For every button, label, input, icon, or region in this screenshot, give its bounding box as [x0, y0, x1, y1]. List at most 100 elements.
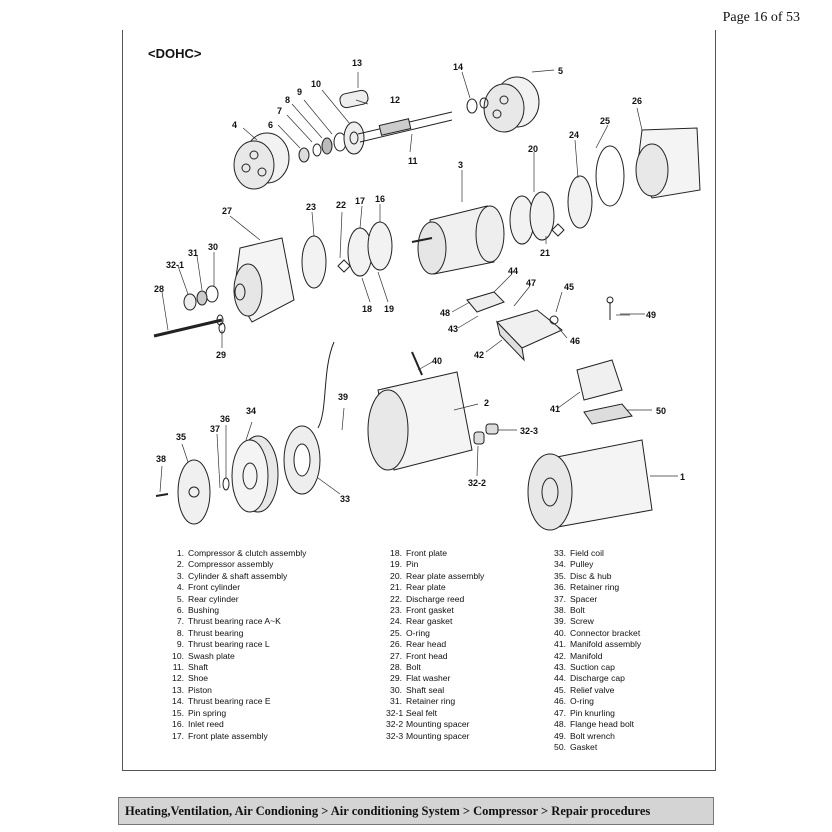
callout-39: 39	[338, 392, 348, 402]
legend-item-number: 14.	[172, 696, 184, 707]
legend-item-number: 35.	[554, 570, 566, 581]
legend-item-number: 29.	[390, 673, 402, 684]
legend-item-number: 30.	[390, 684, 402, 695]
callout-11: 11	[408, 156, 418, 166]
rear-plates-part	[509, 175, 593, 245]
legend-item-number: 27.	[390, 650, 402, 661]
legend-item: 48.Flange head bolt	[550, 719, 641, 730]
legend-item: 40.Connector bracket	[550, 628, 641, 639]
leader-lines	[159, 69, 678, 495]
cylinder-shaft-assembly-part	[411, 205, 505, 275]
legend-item-text: Front plate	[406, 548, 448, 558]
legend-item: 42.Manifold	[550, 651, 641, 662]
legend-item: 23.Front gasket	[386, 605, 484, 616]
breadcrumb-footer: Heating,Ventilation, Air Condioning > Ai…	[118, 797, 714, 825]
legend-item-number: 6.	[176, 605, 184, 616]
legend-item-number: 46.	[554, 696, 566, 707]
bolt-part	[153, 314, 226, 338]
callout-13: 13	[352, 58, 362, 68]
legend-item: 36.Retainer ring	[550, 582, 641, 593]
legend-item-number: 15.	[172, 707, 184, 718]
legend-item: 45.Relief valve	[550, 685, 641, 696]
legend-item-number: 19.	[390, 559, 402, 570]
legend-item-text: Discharge cap	[570, 673, 625, 684]
legend-item-text: Bolt	[570, 605, 585, 616]
legend-item-number: 8.	[176, 627, 184, 638]
disc-hub-part	[155, 459, 230, 525]
callout-19: 19	[384, 304, 394, 314]
legend-item-number: 43.	[554, 662, 566, 673]
legend-item-number: 37.	[554, 593, 566, 604]
legend-item: 10.Swash plate	[168, 651, 306, 662]
legend-item: 41.Manifold assembly	[550, 639, 641, 650]
callout-1: 1	[680, 472, 685, 482]
callout-20: 20	[528, 144, 538, 154]
legend-item-number: 4.	[176, 582, 184, 593]
front-plates-part	[301, 221, 393, 289]
legend-item: 13.Piston	[168, 685, 306, 696]
legend-item-text: Cylinder & shaft assembly	[188, 570, 288, 581]
legend-item-text: Thrust bearing race L	[188, 639, 270, 650]
callout-22: 22	[336, 200, 346, 210]
legend-item-text: Thrust bearing race A~K	[188, 616, 281, 627]
legend-item: 17. Front plate assembly	[168, 731, 306, 742]
legend-item: 34.Pulley	[550, 559, 641, 570]
legend-item: 19.Pin	[386, 559, 484, 570]
legend-item: 32-2 .Mounting spacer	[386, 719, 484, 730]
legend-item-number: 32-2 .	[386, 719, 408, 730]
legend-item-number: 34.	[554, 559, 566, 570]
legend-item-number: 50.	[554, 741, 566, 752]
legend-item-number: 47.	[554, 707, 566, 718]
legend-item-text: Pin knurling	[570, 707, 615, 718]
legend-item-number: 17.	[172, 730, 184, 741]
legend-item-text: Spacer	[570, 593, 598, 604]
callout-28: 28	[154, 284, 164, 294]
legend-item-number: 49.	[554, 730, 566, 741]
pulley-part	[231, 435, 279, 513]
callout-35: 35	[176, 432, 186, 442]
legend-item-number: 7.	[176, 616, 184, 627]
legend-item-number: 26.	[390, 639, 402, 650]
legend-item-number: 31.	[390, 696, 402, 707]
legend-item: 28.Bolt	[386, 662, 484, 673]
callout-14: 14	[453, 62, 463, 72]
callout-24: 24	[569, 130, 579, 140]
legend-item-text: Field coil	[570, 548, 604, 558]
legend-item: 25.O-ring	[386, 628, 484, 639]
callout-43: 43	[448, 324, 458, 334]
legend-item-number: 42.	[554, 650, 566, 661]
legend-item-text: Thrust bearing	[188, 627, 244, 638]
legend-item-number: 23.	[390, 605, 402, 616]
legend-item-text: Rear plate	[406, 582, 446, 593]
legend-item-number: 9.	[176, 639, 184, 650]
callout-4: 4	[232, 120, 237, 130]
legend-item-number: 16.	[172, 719, 184, 730]
callout-16: 16	[375, 194, 385, 204]
front-head-part	[233, 237, 295, 323]
compressor-clutch-assembly-part	[527, 439, 653, 531]
legend-item-text: Piston	[188, 684, 212, 695]
callout-49: 49	[646, 310, 656, 320]
callout-42: 42	[474, 350, 484, 360]
rear-cylinder-part	[466, 76, 540, 133]
callout-6: 6	[268, 120, 273, 130]
legend-item-number: 32-1 .	[386, 707, 408, 718]
legend-item-number: 12.	[172, 673, 184, 684]
piston-part	[339, 89, 369, 109]
compressor-assembly-part	[367, 351, 499, 471]
legend-item-text: Front plate assembly	[188, 730, 268, 741]
legend-item-text: Retainer ring	[406, 696, 456, 707]
callout-3: 3	[458, 160, 463, 170]
legend-item-text: Shaft seal	[406, 684, 445, 695]
legend-item-text: Bolt	[406, 662, 421, 673]
legend-item-text: Swash plate	[188, 650, 235, 661]
legend-item-text: Suction cap	[570, 662, 615, 673]
legend-item-text: Bolt wrench	[570, 730, 615, 741]
legend-item-number: 1.	[176, 548, 184, 558]
legend-item: 33.Field coil	[550, 548, 641, 559]
legend-item-text: Front cylinder	[188, 582, 241, 593]
callout-50: 50	[656, 406, 666, 416]
legend-item-text: Bushing	[188, 605, 220, 616]
